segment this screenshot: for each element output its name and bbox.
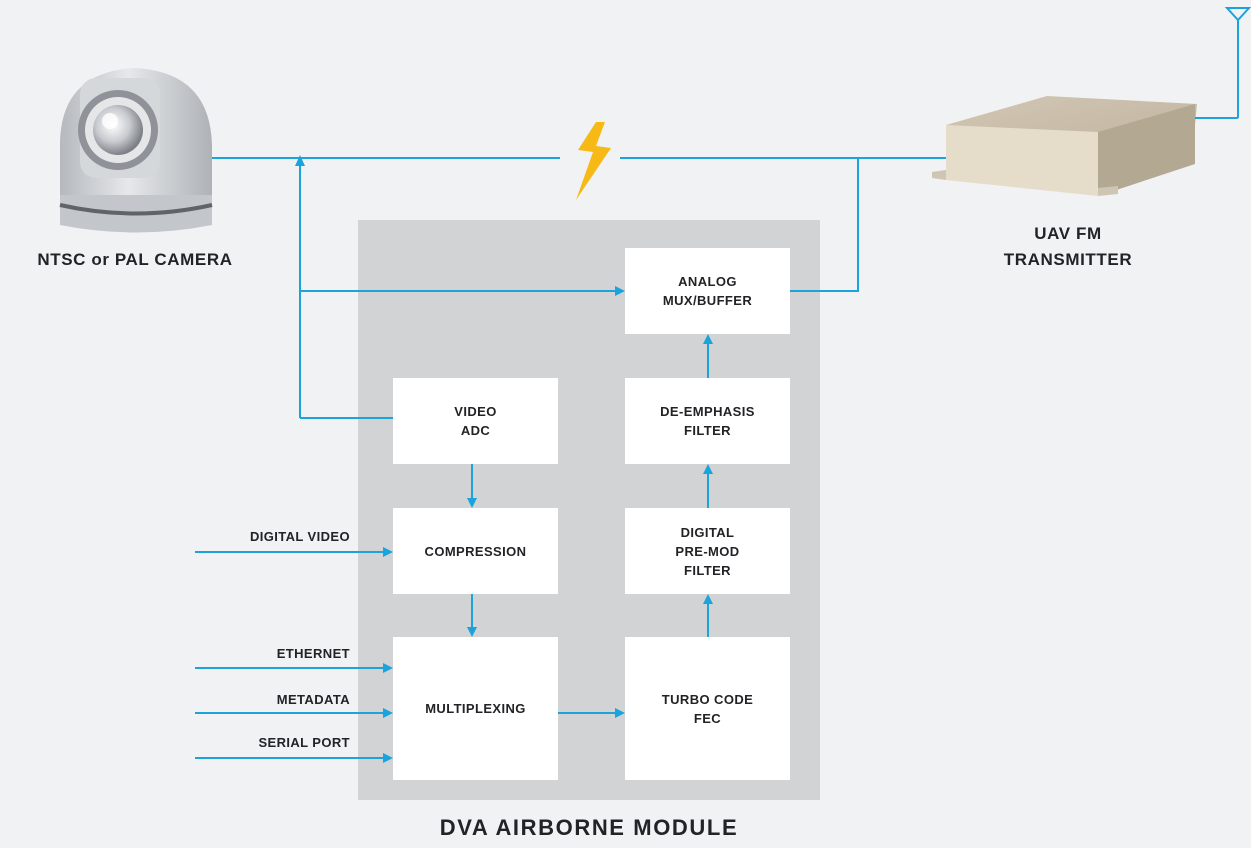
digital-video-arrowhead: [383, 547, 393, 557]
analog-bypass-arrowhead: [615, 286, 625, 296]
ethernet-input-label: ETHERNET: [276, 646, 350, 661]
transmitter-icon: [932, 96, 1197, 196]
digital-video-input-label: DIGITAL VIDEO: [249, 529, 350, 544]
camera-icon: [59, 68, 213, 233]
digital-pre-mod-filter-label: DIGITAL PRE-MOD FILTER: [675, 524, 740, 578]
camera-split-arrowhead: [295, 155, 305, 166]
metadata-arrowhead: [383, 708, 393, 718]
analog-mux-buffer-label: ANALOG MUX/BUFFER: [662, 274, 753, 308]
fec-to-premod-arrowhead: [703, 594, 713, 604]
video-adc-label: VIDEO ADC: [454, 404, 497, 438]
multiplexing-block: MULTIPLEXING: [393, 637, 558, 780]
de-emphasis-filter-label: DE-EMPHASIS FILTER: [660, 404, 755, 438]
module-title: DVA AIRBORNE MODULE: [439, 815, 739, 840]
analog-mux-buffer-block: ANALOG MUX/BUFFER: [625, 248, 790, 334]
antenna-icon: [1195, 7, 1251, 119]
mux-output-line: [790, 158, 859, 292]
ethernet-arrowhead: [383, 663, 393, 673]
digital-pre-mod-filter-block: DIGITAL PRE-MOD FILTER: [625, 508, 790, 594]
mux-to-fec-arrowhead: [615, 708, 625, 718]
compression-to-mux-arrowhead: [467, 627, 477, 637]
transmitter-label: UAV FM TRANSMITTER: [1003, 224, 1133, 269]
turbo-code-fec-label: TURBO CODE FEC: [661, 691, 754, 726]
deemph-to-analog-mux-arrowhead: [703, 334, 713, 344]
video-adc-block: VIDEO ADC: [393, 378, 558, 464]
lightning-icon: [576, 122, 611, 200]
turbo-code-fec-block: TURBO CODE FEC: [625, 637, 790, 780]
metadata-input-label: METADATA: [276, 692, 350, 707]
adc-to-compression-arrowhead: [467, 498, 477, 508]
premod-to-deemph-arrowhead: [703, 464, 713, 474]
de-emphasis-filter-block: DE-EMPHASIS FILTER: [625, 378, 790, 464]
multiplexing-label: MULTIPLEXING: [425, 701, 526, 716]
camera-label: NTSC or PAL CAMERA: [37, 250, 233, 269]
serial-port-arrowhead: [383, 753, 393, 763]
serial-port-input-label: SERIAL PORT: [258, 735, 350, 750]
compression-label: COMPRESSION: [424, 543, 527, 559]
compression-block: COMPRESSION: [393, 508, 558, 594]
